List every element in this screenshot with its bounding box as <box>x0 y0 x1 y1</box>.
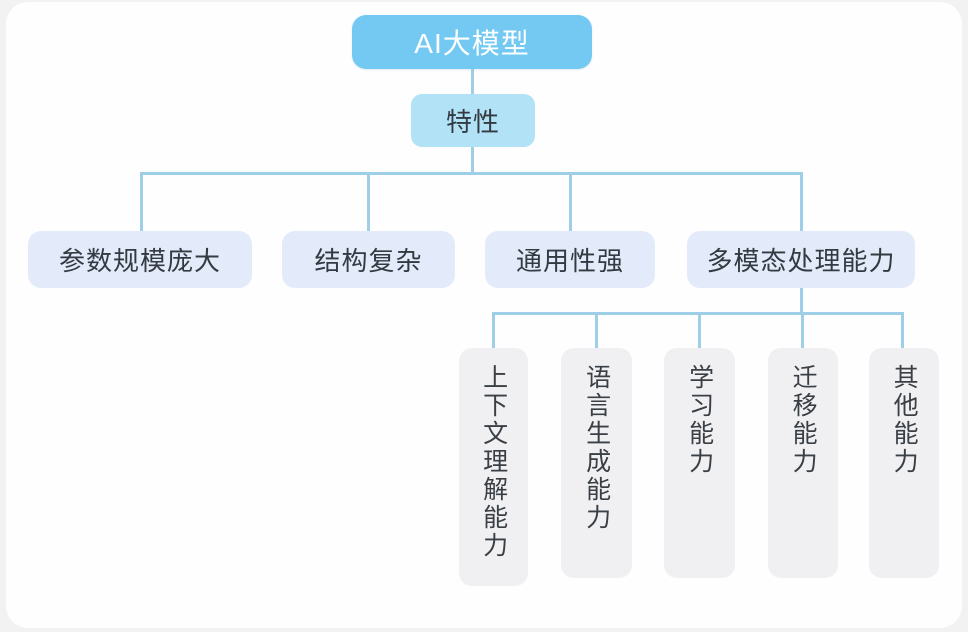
connector-level2-3-stem <box>800 288 803 314</box>
node-level3-transfer-ability[interactable]: 迁移能力 <box>768 348 838 578</box>
node-level3-label: 语言生成能力 <box>582 364 611 532</box>
node-level3-other-abilities[interactable]: 其他能力 <box>869 348 939 578</box>
node-level3-label: 其他能力 <box>890 364 919 476</box>
node-level2-parameter-scale[interactable]: 参数规模庞大 <box>28 231 252 288</box>
connector-level1-stem <box>471 146 474 174</box>
node-root-ai-large-model[interactable]: AI大模型 <box>352 15 592 69</box>
node-level1-characteristics[interactable]: 特性 <box>411 94 535 147</box>
connector-root-to-level1 <box>471 69 474 95</box>
connector-drop-level2-2 <box>569 172 572 232</box>
connector-drop-level2-0 <box>140 172 143 232</box>
connector-drop-level2-3 <box>800 172 803 232</box>
connector-drop-level2-1 <box>367 172 370 232</box>
node-level3-learning-ability[interactable]: 学习能力 <box>664 348 735 578</box>
node-level3-label: 迁移能力 <box>789 364 818 476</box>
connector-drop-level3-4 <box>901 312 904 350</box>
connector-drop-level3-1 <box>595 312 598 350</box>
connector-drop-level3-2 <box>698 312 701 350</box>
node-level2-multimodal[interactable]: 多模态处理能力 <box>687 231 915 288</box>
node-level3-label: 上下文理解能力 <box>479 364 508 560</box>
node-level3-label: 学习能力 <box>685 364 714 476</box>
node-level2-complex-structure[interactable]: 结构复杂 <box>282 231 455 288</box>
connector-drop-level3-3 <box>801 312 804 350</box>
connector-level2-bus <box>140 172 803 175</box>
connector-drop-level3-0 <box>492 312 495 350</box>
node-level3-context-understanding[interactable]: 上下文理解能力 <box>459 348 528 586</box>
node-level2-general-purpose[interactable]: 通用性强 <box>485 231 655 288</box>
node-level3-language-generation[interactable]: 语言生成能力 <box>561 348 632 578</box>
